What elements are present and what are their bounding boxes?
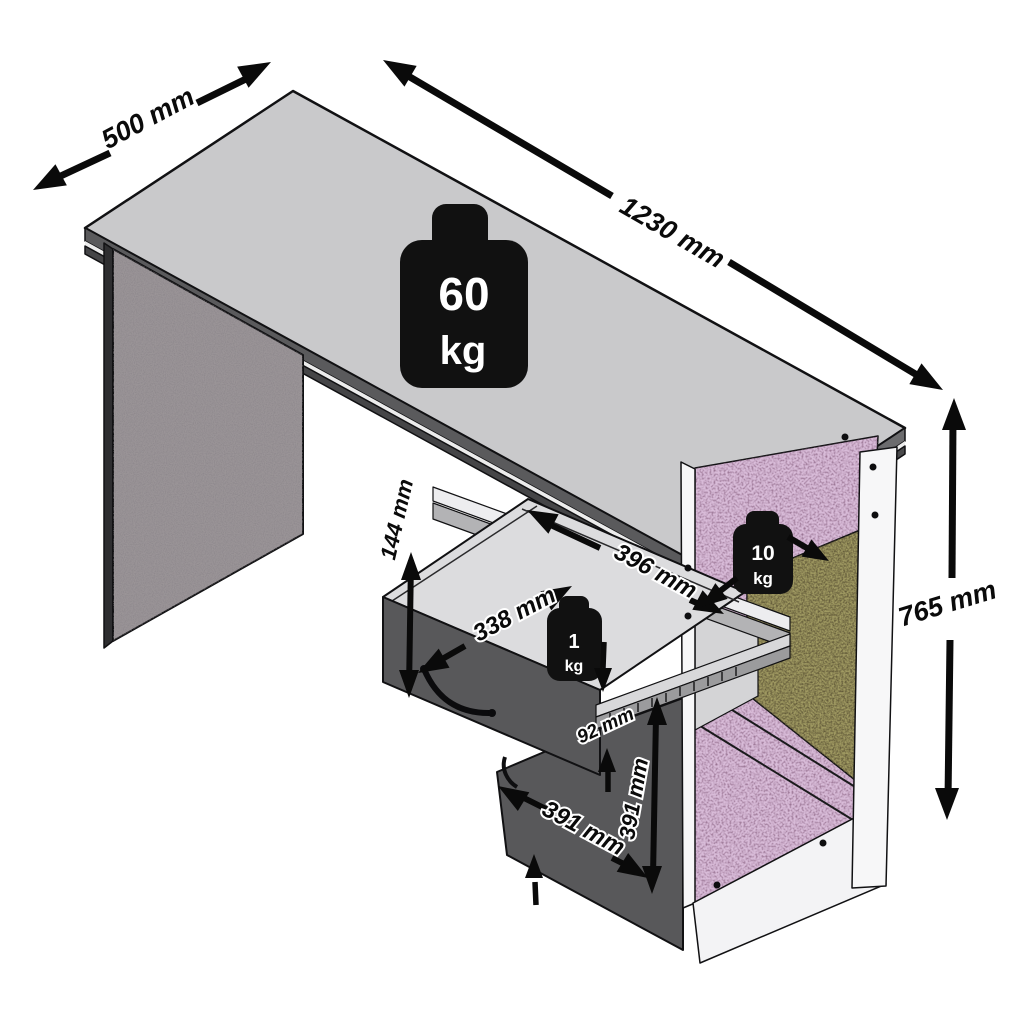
dimension-height <box>935 398 966 820</box>
drawer-left-wall-line <box>391 505 538 602</box>
dimension-drawer-inner-width <box>418 586 572 673</box>
drawer-handle-right-mount <box>488 709 496 717</box>
dimension-annotations <box>33 60 966 906</box>
weight-badge-drawer: 1 kg <box>547 596 602 681</box>
left-panel-edge <box>103 242 114 649</box>
left-leg-panel <box>103 242 304 649</box>
dimension-depth <box>33 62 271 190</box>
desktop-load-value: 60 <box>438 268 489 320</box>
shelf-bottom-edge-line <box>696 723 854 821</box>
door-handle <box>501 756 519 789</box>
shelf-load-value: 10 <box>751 542 774 565</box>
shelf-load-unit: kg <box>753 569 773 588</box>
label-width: 1230 mm <box>615 190 730 274</box>
drawer-front-face <box>382 596 601 776</box>
dimension-door-height <box>642 697 667 894</box>
drawer-handle <box>421 667 493 717</box>
dimension-slide-length <box>527 510 829 614</box>
dimension-drawer-front-height <box>399 552 421 698</box>
desktop-load-unit: kg <box>440 329 487 373</box>
label-depth: 500 mm <box>96 81 199 155</box>
label-drawer-front-height: 144 mm <box>375 477 418 562</box>
direction-arrow-door <box>525 854 543 906</box>
dimension-door-width <box>498 786 648 878</box>
weight-badge-shelf: 10 kg <box>733 511 793 594</box>
drawer-back-wall-line <box>521 508 740 603</box>
dimension-width <box>383 60 943 390</box>
left-panel-texture <box>113 249 303 641</box>
rail-teeth <box>609 667 737 722</box>
drawer-side-rail-lower <box>595 645 791 730</box>
cabinet-right-panel <box>851 446 898 889</box>
drawer-load-value: 1 <box>568 631 579 653</box>
drawer-load-unit: kg <box>565 658 584 675</box>
screw-dots <box>684 433 879 889</box>
dimension-rail-height <box>594 641 616 792</box>
weight-badge-desktop: 60 kg <box>400 204 528 388</box>
label-height: 765 mm <box>895 574 1000 632</box>
